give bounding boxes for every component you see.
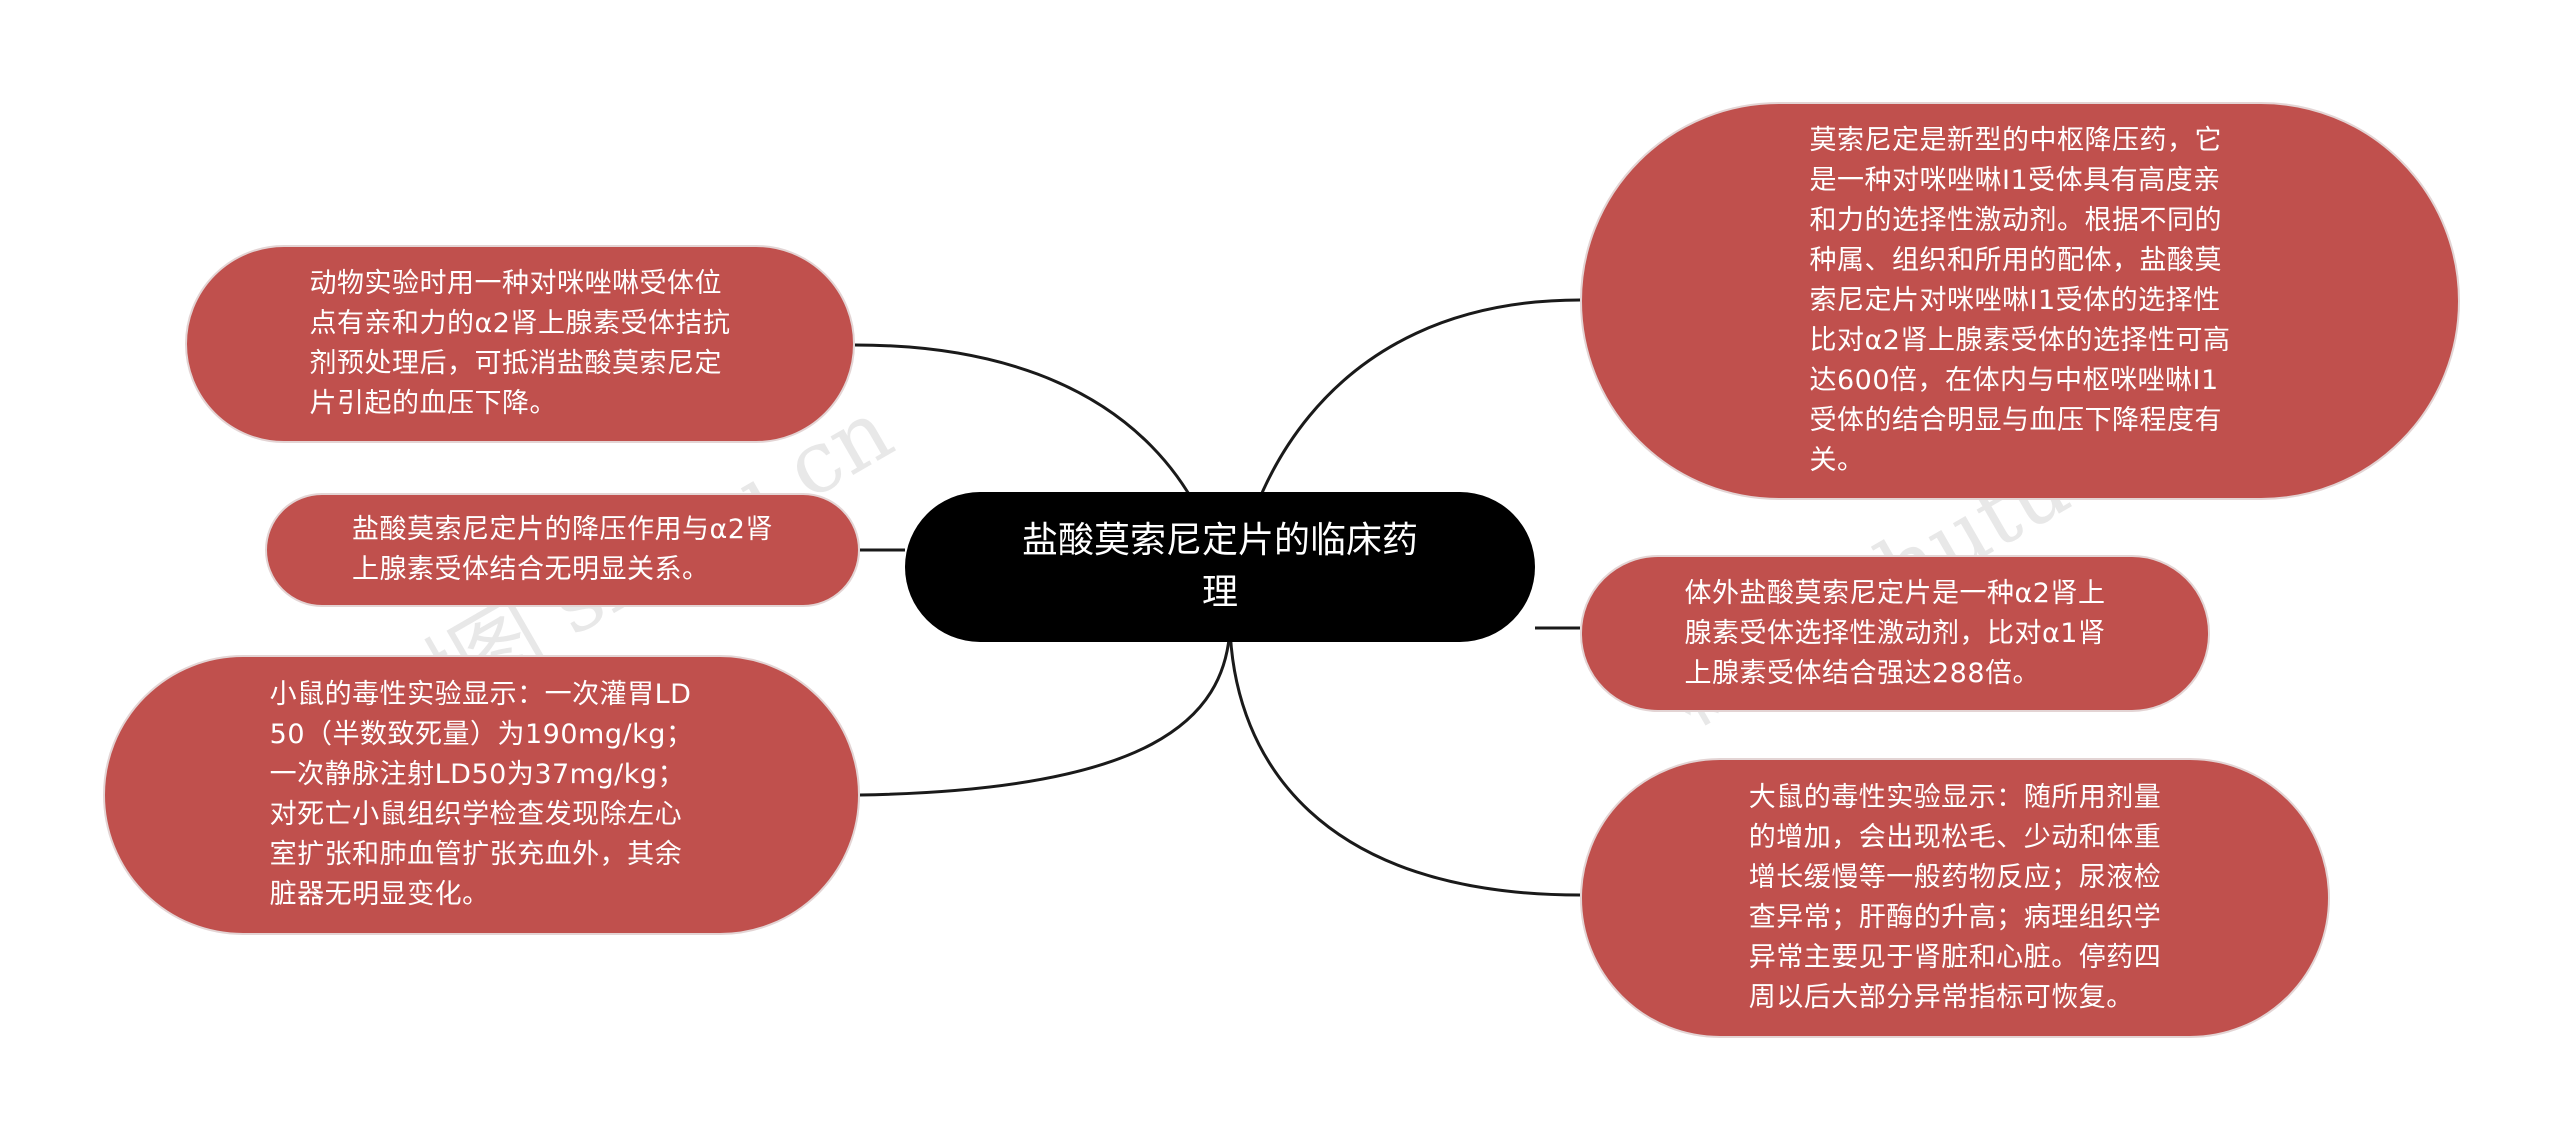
node-left3-text: 小鼠的毒性实验显示：一次灌胃LD 50（半数致死量）为190mg/kg； 一次静… — [269, 679, 694, 910]
node-left3[interactable]: 小鼠的毒性实验显示：一次灌胃LD 50（半数致死量）为190mg/kg； 一次静… — [103, 655, 860, 935]
connector-left3 — [859, 627, 1232, 797]
node-right2[interactable]: 体外盐酸莫索尼定片是一种α2肾上 腺素受体选择性激动剂，比对α1肾 上腺素受体结… — [1580, 555, 2210, 712]
center-node[interactable]: 盐酸莫索尼定片的临床药 理 — [905, 492, 1535, 642]
connector-right3 — [1228, 627, 1581, 897]
node-right2-text: 体外盐酸莫索尼定片是一种α2肾上 腺素受体选择性激动剂，比对α1肾 上腺素受体结… — [1684, 577, 2106, 689]
center-title: 盐酸莫索尼定片的临床药 理 — [1021, 520, 1418, 613]
node-right3[interactable]: 大鼠的毒性实验显示：随所用剂量 的增加，会出现松毛、少动和体重 增长缓慢等一般药… — [1580, 758, 2330, 1038]
node-right1[interactable]: 莫索尼定是新型的中枢降压药，它 是一种对咪唑啉I1受体具有高度亲 和力的选择性激… — [1580, 102, 2460, 500]
node-right1-text: 莫索尼定是新型的中枢降压药，它 是一种对咪唑啉I1受体具有高度亲 和力的选择性激… — [1809, 125, 2231, 476]
node-left2[interactable]: 盐酸莫索尼定片的降压作用与α2肾 上腺素受体结合无明显关系。 — [265, 493, 860, 607]
node-left1-text: 动物实验时用一种对咪唑啉受体位 点有亲和力的α2肾上腺素受体拮抗 剂预处理后，可… — [309, 268, 731, 419]
node-right3-text: 大鼠的毒性实验显示：随所用剂量 的增加，会出现松毛、少动和体重 增长缓慢等一般药… — [1748, 782, 2162, 1013]
node-left1[interactable]: 动物实验时用一种对咪唑啉受体位 点有亲和力的α2肾上腺素受体拮抗 剂预处理后，可… — [185, 245, 855, 443]
node-left2-text: 盐酸莫索尼定片的降压作用与α2肾 上腺素受体结合无明显关系。 — [352, 514, 773, 585]
